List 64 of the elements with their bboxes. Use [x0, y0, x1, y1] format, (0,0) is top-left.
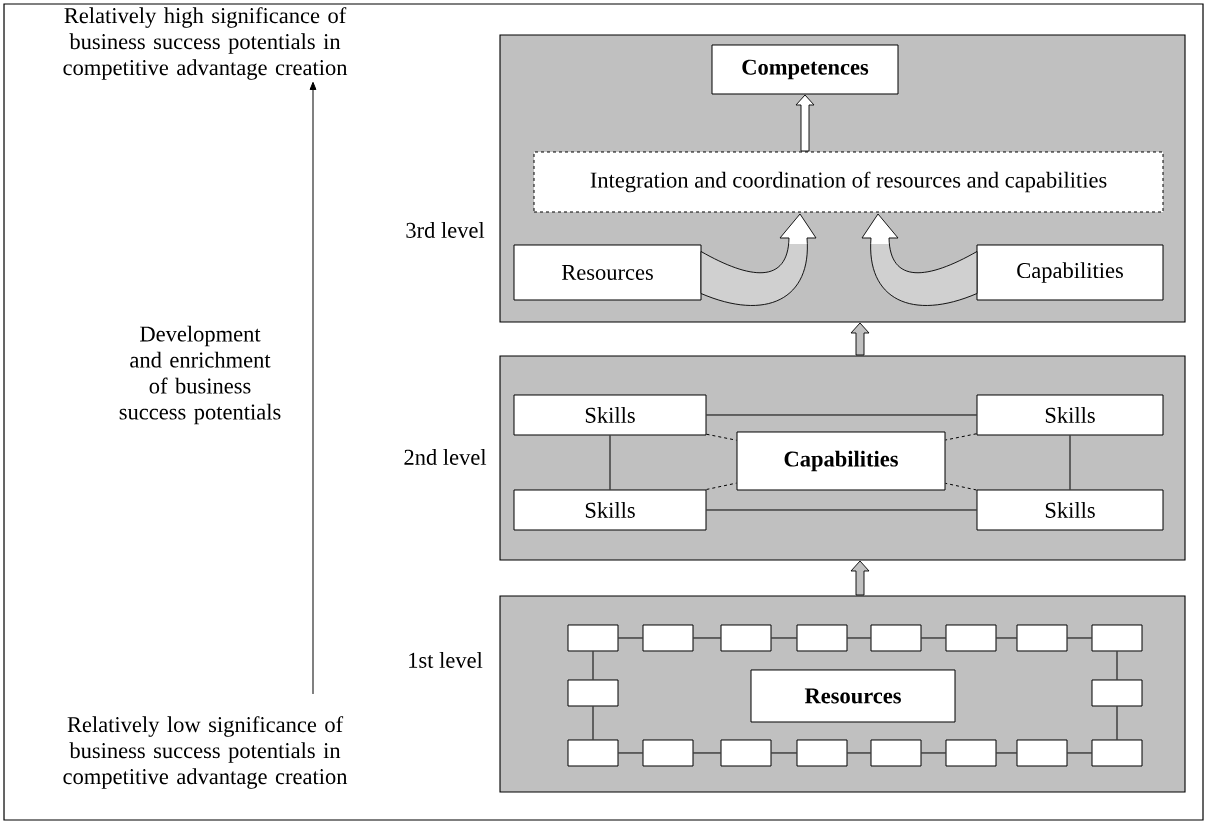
block-arrow: [850, 560, 870, 596]
level-label: 1st level: [409, 652, 483, 668]
small-box: [567, 739, 619, 767]
block-arrow: [850, 322, 870, 356]
connector-line: [592, 651, 594, 680]
connector-line: [771, 752, 797, 754]
connector-line: [618, 637, 643, 639]
dashed-line: [945, 433, 977, 441]
connector-line: [847, 637, 871, 639]
connector-line: [609, 435, 611, 490]
text-box: Resources: [513, 244, 702, 301]
connector-line: [592, 706, 594, 740]
small-box: [1091, 739, 1143, 767]
connector-line: [1069, 435, 1071, 490]
connector-line: [1116, 651, 1118, 680]
level-label: 2nd level: [404, 449, 487, 465]
text-box: Resources: [750, 669, 956, 723]
connector-line: [996, 752, 1017, 754]
connector-line: [771, 637, 797, 639]
connector-line: [1067, 752, 1092, 754]
connector-line: [693, 637, 721, 639]
small-box: [720, 739, 772, 767]
connector-line: [618, 752, 643, 754]
small-box: [567, 624, 619, 652]
connector-line: [693, 752, 721, 754]
small-box: [642, 739, 694, 767]
small-box: [945, 624, 997, 652]
connector-line: [847, 752, 871, 754]
text-box: Skills: [513, 394, 707, 436]
block-arrow: [795, 94, 815, 152]
connector-line: [1067, 637, 1092, 639]
curved-block-arrow: [861, 213, 978, 306]
text-box: Capabilities: [736, 431, 946, 491]
dashed-line: [705, 482, 737, 490]
axis-end-text: Relatively low significance of business success potentials in competitive advantage creation: [63, 716, 348, 789]
connector-line: [706, 414, 977, 416]
text-box: Skills: [976, 394, 1164, 436]
text-box: Competences: [711, 44, 899, 95]
dashed-line: [945, 482, 977, 491]
small-box: [870, 624, 922, 652]
small-box: [567, 679, 619, 707]
connector-line: [921, 637, 946, 639]
small-box: [642, 624, 694, 652]
connector-line: [996, 637, 1017, 639]
small-box: [796, 739, 848, 767]
side-note: Development and enrichment of business success potentials: [119, 325, 281, 425]
text-box: Skills: [976, 489, 1164, 531]
small-box: [796, 624, 848, 652]
small-box: [870, 739, 922, 767]
connector-line: [706, 509, 977, 511]
small-box: [1091, 679, 1143, 707]
small-box: [1016, 624, 1068, 652]
text-box: Capabilities: [976, 244, 1164, 301]
level-label: 3rd level: [406, 222, 485, 238]
curved-block-arrow: [700, 213, 817, 306]
small-box: [1016, 739, 1068, 767]
vertical-arrow: [309, 81, 317, 695]
small-box: [720, 624, 772, 652]
connector-line: [1116, 706, 1118, 740]
text-box: Skills: [513, 489, 707, 531]
axis-end-text: Relatively high significance of business success potentials in competitive advantage creation: [63, 7, 348, 80]
small-box: [1091, 624, 1143, 652]
small-box: [945, 739, 997, 767]
connector-line: [921, 752, 946, 754]
